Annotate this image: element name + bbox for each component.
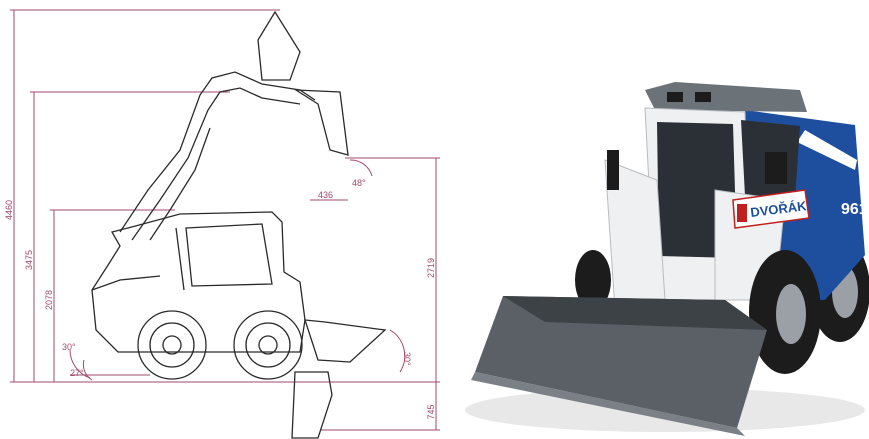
dig-depth-label: 745 xyxy=(426,404,436,419)
departure-angle-label: 30° xyxy=(402,352,412,366)
front-wheel xyxy=(233,310,303,380)
pin-height-label: 3475 xyxy=(24,250,34,270)
total-height-label: 4460 xyxy=(4,200,14,220)
skid-steer-illustration: DVOŘÁK 961 xyxy=(465,82,869,436)
side-mirror xyxy=(765,152,787,184)
dump-angle-label: 48° xyxy=(352,178,366,188)
rear-wheel xyxy=(137,310,207,380)
rollback-angle-label: 30° xyxy=(62,342,76,352)
dump-reach-label: 436 xyxy=(318,190,333,200)
loader-bucket xyxy=(475,296,767,428)
vertical-reach-label: 2719 xyxy=(426,258,436,278)
cab-roof xyxy=(645,82,807,112)
brand-logo-text: DVOŘÁK xyxy=(750,198,808,220)
skid-steer-side-view-drawing: 4460 3475 2078 2719 745 436 48° 30° 30° … xyxy=(4,9,440,439)
work-light xyxy=(695,92,711,102)
work-light xyxy=(667,92,683,102)
approach-angle-label: 27° xyxy=(70,368,84,378)
technical-drawing: 4460 3475 2078 2719 745 436 48° 30° 30° … xyxy=(4,9,440,439)
front-wheel xyxy=(749,250,821,374)
model-number: 961 xyxy=(841,201,868,218)
skid-steer-photo: DVOŘÁK 961 xyxy=(445,0,869,439)
dump-height-label: 2078 xyxy=(44,290,54,310)
